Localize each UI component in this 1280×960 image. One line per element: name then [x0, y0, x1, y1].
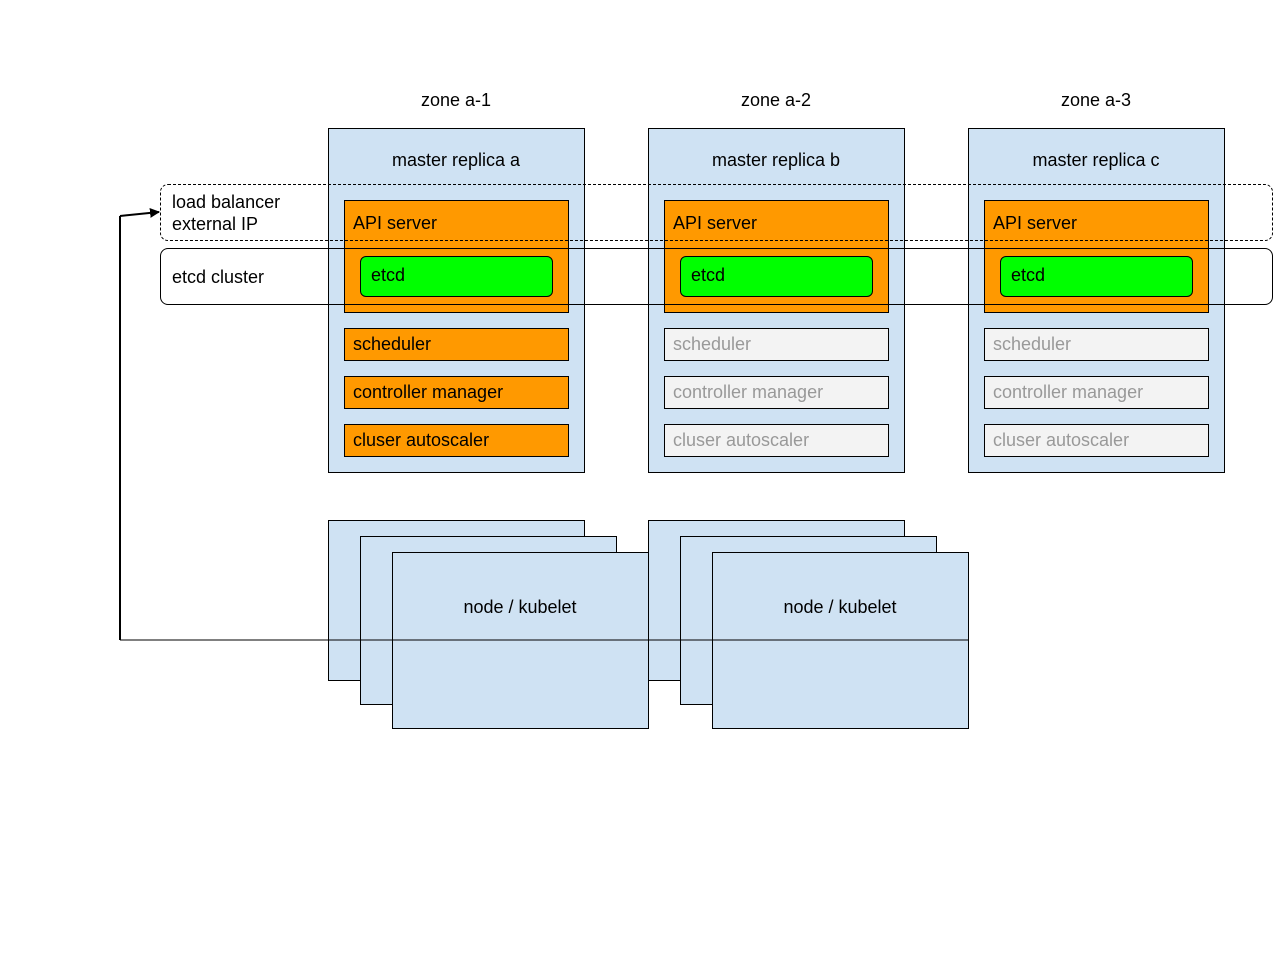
load-balancer-label: load balancer external IP	[172, 191, 280, 235]
cluster-autoscaler-c: cluser autoscaler	[984, 424, 1209, 457]
zone-label-a2: zone a-2	[740, 90, 812, 110]
master-title-b: master replica b	[711, 150, 841, 170]
api-server-label: API server	[673, 213, 758, 233]
scheduler-a: scheduler	[344, 328, 569, 361]
master-title-c: master replica c	[1032, 150, 1160, 170]
load-balancer-band	[160, 184, 1273, 241]
load-balancer-label-line2: external IP	[172, 214, 259, 234]
controller-manager-a: controller manager	[344, 376, 569, 409]
etcd-cluster-label: etcd cluster	[172, 267, 265, 287]
node-kubelet-label-2: node / kubelet	[783, 597, 897, 617]
scheduler-b: scheduler	[664, 328, 889, 361]
controller-manager-b: controller manager	[664, 376, 889, 409]
etcd-b: etcd	[680, 256, 873, 297]
connector-arrow	[119, 207, 160, 218]
etcd-a: etcd	[360, 256, 553, 297]
api-server-label: API server	[993, 213, 1078, 233]
zone-label-a3: zone a-3	[1060, 90, 1132, 110]
api-server-label: API server	[353, 213, 438, 233]
node-kubelet-label-1: node / kubelet	[463, 597, 577, 617]
zone-label-a1: zone a-1	[420, 90, 492, 110]
master-title-a: master replica a	[391, 150, 521, 170]
cluster-autoscaler-b: cluser autoscaler	[664, 424, 889, 457]
cluster-autoscaler-a: cluser autoscaler	[344, 424, 569, 457]
scheduler-c: scheduler	[984, 328, 1209, 361]
controller-manager-c: controller manager	[984, 376, 1209, 409]
load-balancer-label-line1: load balancer	[172, 192, 281, 212]
etcd-cluster-band	[160, 248, 1273, 305]
etcd-c: etcd	[1000, 256, 1193, 297]
